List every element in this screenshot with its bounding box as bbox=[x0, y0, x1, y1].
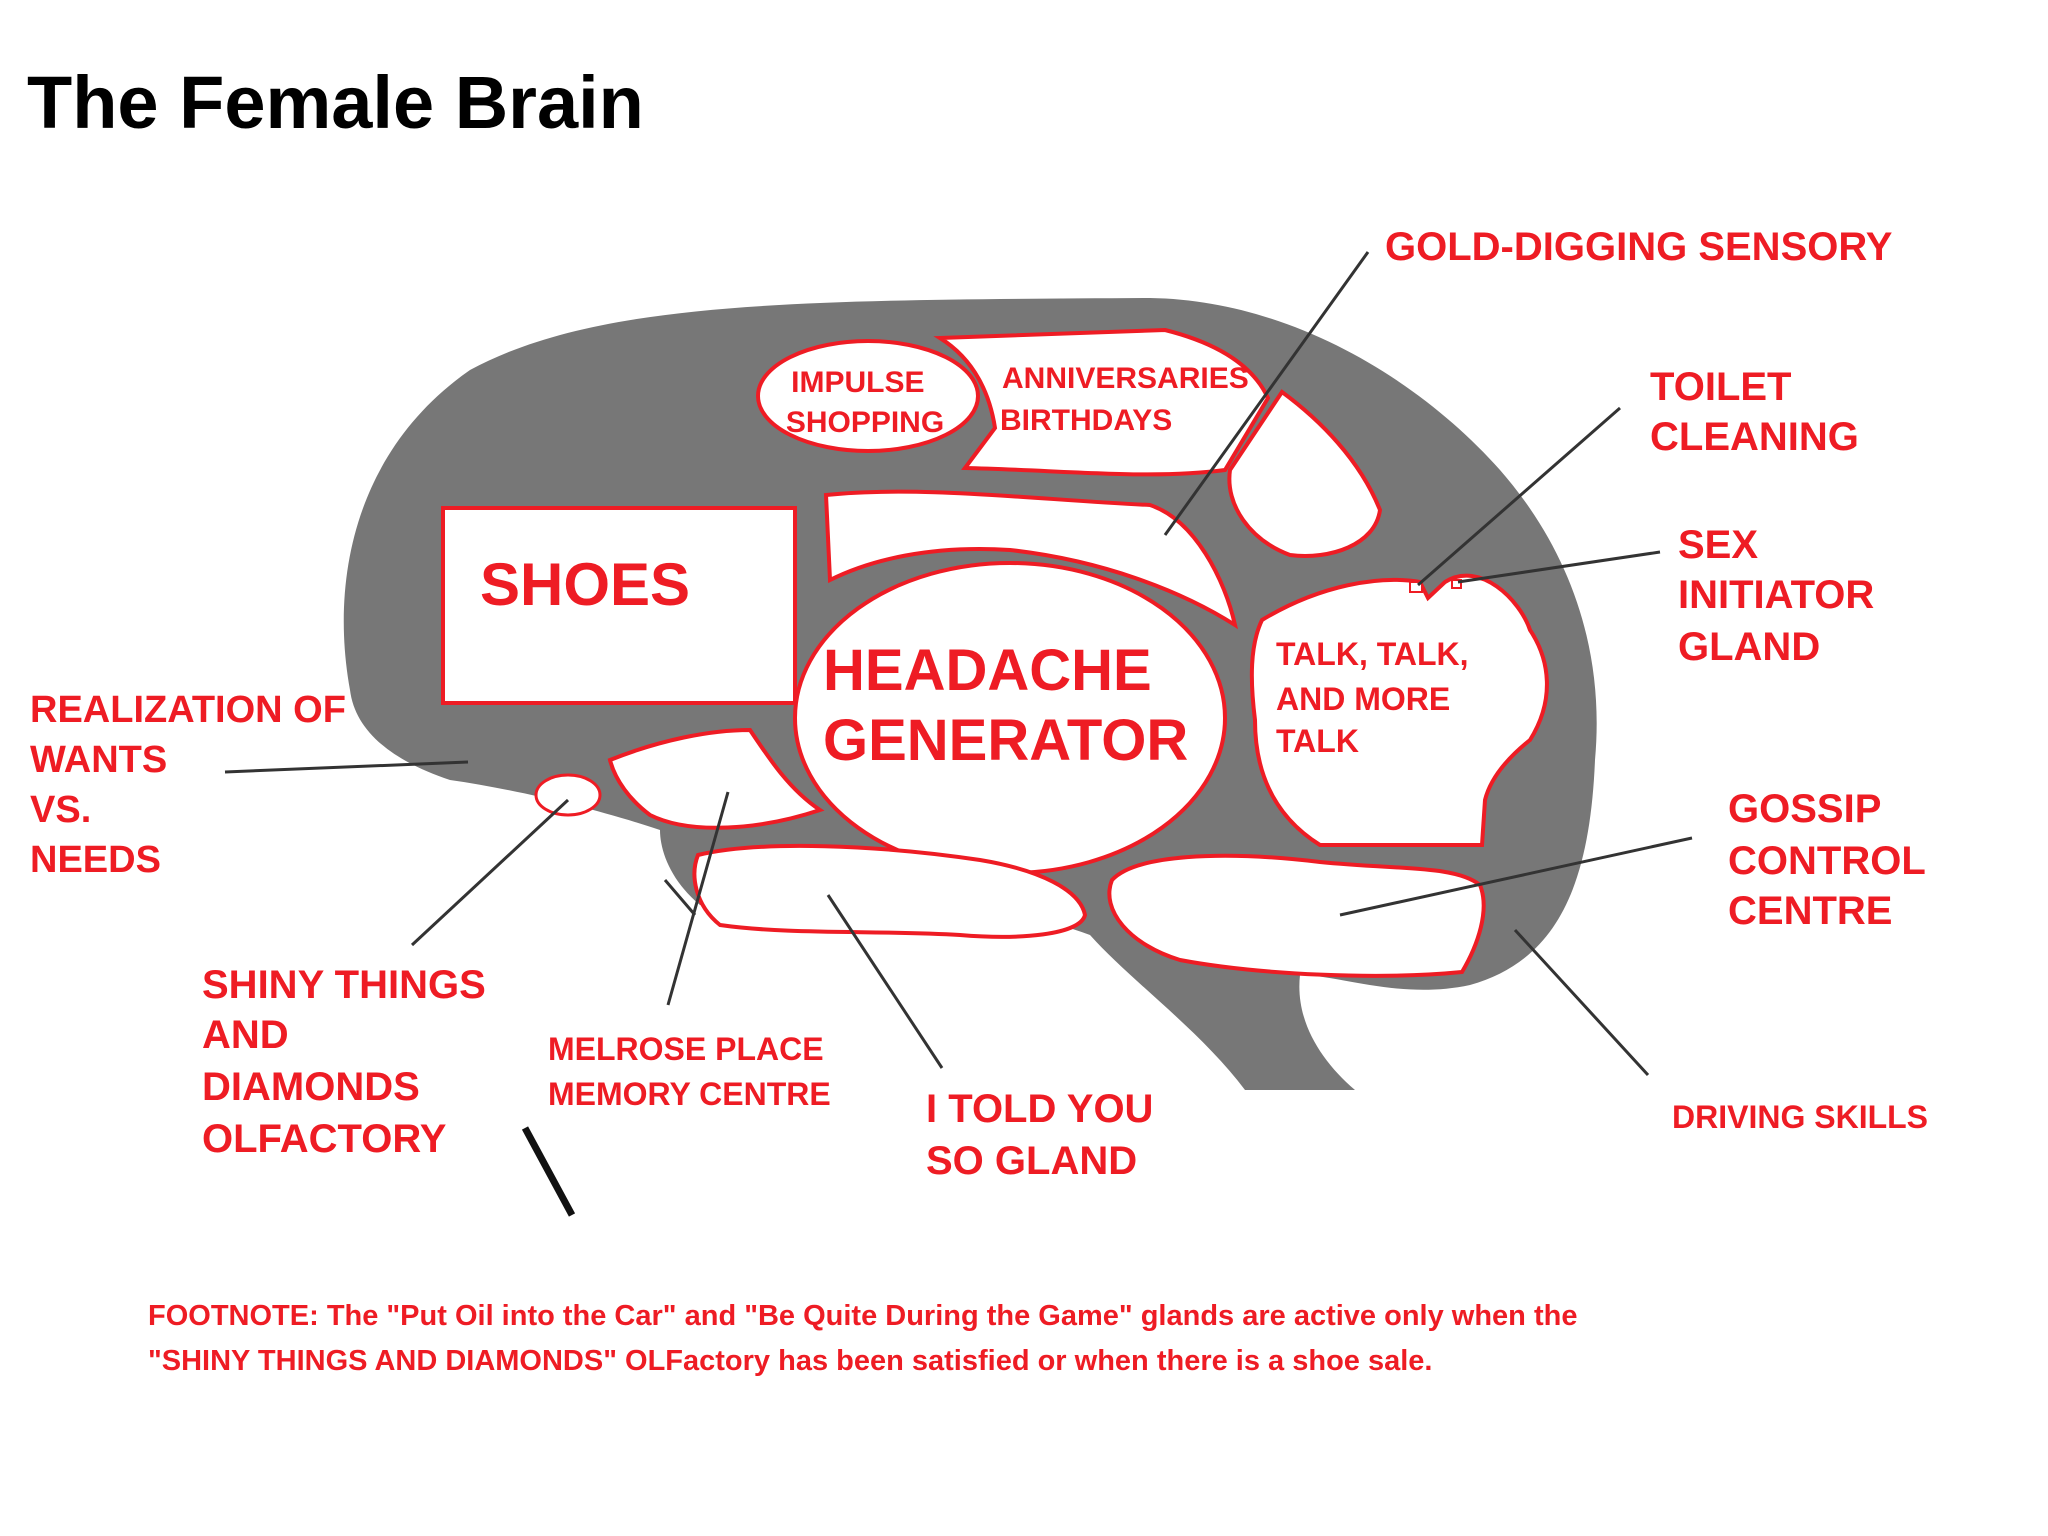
label-melrose-place: MELROSE PLACE MEMORY CENTRE bbox=[548, 1031, 832, 1112]
region-sex-initiator bbox=[1451, 579, 1462, 589]
region-shoes-label: SHOES bbox=[480, 551, 690, 618]
region-told-you-so bbox=[692, 843, 1088, 939]
region-upper-middle bbox=[823, 489, 1239, 630]
region-anniversaries-birthdays-label: ANNIVERSARIES BIRTHDAYS bbox=[1000, 362, 1257, 437]
leader-gold-digging bbox=[1163, 251, 1370, 536]
region-shiny-things bbox=[534, 773, 602, 817]
footnote: FOOTNOTE: The "Put Oil into the Car" and… bbox=[148, 1300, 1586, 1377]
leader-melrose-place bbox=[666, 791, 730, 1006]
leader-melrose-stub bbox=[663, 879, 697, 916]
leader-told-you-so bbox=[826, 894, 944, 1069]
region-toilet-cleaning bbox=[1409, 581, 1423, 593]
region-melrose-place bbox=[607, 727, 825, 830]
region-anniversaries-birthdays bbox=[933, 327, 1271, 477]
leader-lines bbox=[224, 251, 1693, 1217]
label-realization: REALIZATION OF WANTS VS. NEEDS bbox=[30, 689, 357, 881]
label-shiny-things: SHINY THINGS AND DIAMONDS OLFACTORY bbox=[202, 963, 497, 1161]
leader-gossip-control bbox=[1339, 836, 1693, 917]
stray-mark bbox=[521, 1126, 576, 1217]
label-driving-skills: DRIVING SKILLS bbox=[1672, 1099, 1928, 1135]
leader-toilet-cleaning bbox=[1417, 406, 1621, 587]
label-gossip-control: GOSSIP CONTROL CENTRE bbox=[1728, 787, 1936, 933]
region-upper-right-lobe bbox=[1227, 389, 1383, 558]
label-sex-initiator: SEX INITIATOR GLAND bbox=[1678, 523, 1885, 669]
region-impulse-shopping bbox=[756, 339, 980, 453]
region-impulse-shopping-label: IMPULSE SHOPPING bbox=[786, 366, 944, 439]
region-shoes bbox=[441, 506, 797, 705]
region-talk-label: TALK, TALK, AND MORE TALK bbox=[1276, 636, 1477, 759]
page-title: The Female Brain bbox=[27, 61, 644, 144]
leader-driving-skills bbox=[1513, 928, 1650, 1077]
leader-shiny-things bbox=[410, 798, 570, 947]
region-headache-generator-label: HEADACHE GENERATOR bbox=[823, 638, 1188, 773]
leader-realization bbox=[224, 760, 469, 774]
label-told-you-so: I TOLD YOU SO GLAND bbox=[926, 1087, 1165, 1183]
leader-sex-initiator bbox=[1457, 550, 1661, 584]
label-gold-digging: GOLD-DIGGING SENSORY bbox=[1385, 225, 1893, 269]
label-toilet-cleaning: TOILET CLEANING bbox=[1650, 365, 1859, 459]
region-gossip-control bbox=[1107, 853, 1486, 978]
